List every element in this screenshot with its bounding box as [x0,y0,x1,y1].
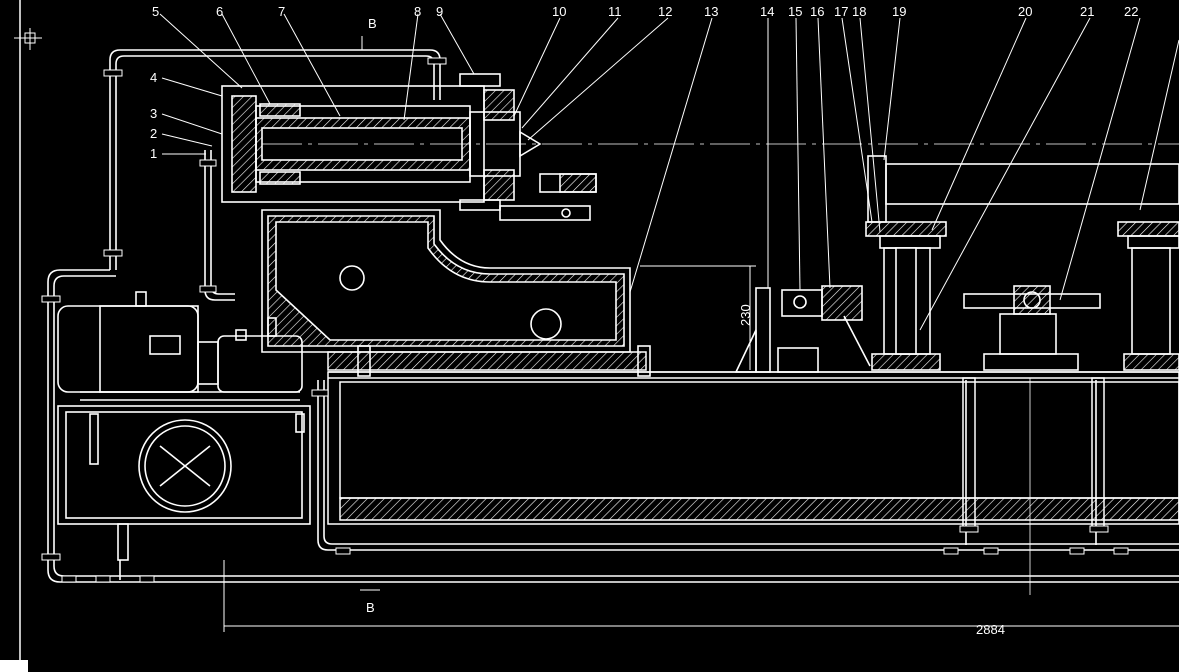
callout-6: 6 [216,4,223,19]
callout-4: 4 [150,70,157,85]
callout-12: 12 [658,4,672,19]
cad-ucs-icon [0,660,28,672]
bed-dividers [962,377,1105,595]
callout-13: 13 [704,4,718,19]
pipe-fittings [41,57,1129,583]
callout-5: 5 [152,4,159,19]
callout-1: 1 [150,146,157,161]
callout-20: 20 [1018,4,1032,19]
callout-16: 16 [810,4,824,19]
dimension-overall-length: 2884 [976,622,1005,637]
motor-pump [57,291,303,401]
hydraulic-cylinder [221,73,1179,211]
callout-3: 3 [150,106,157,121]
tool-holder [499,173,597,221]
callout-2: 2 [150,126,157,141]
callout-9: 9 [436,4,443,19]
callout-19: 19 [892,4,906,19]
callout-labels: 1 2 3 4 5 6 7 8 9 10 11 12 13 14 15 16 1… [150,4,1138,161]
drawing-frame [14,0,42,672]
callout-14: 14 [760,4,774,19]
callout-17: 17 [834,4,848,19]
center-station [734,285,871,373]
machine-bed [327,351,1179,525]
hydraulic-tank [57,405,311,561]
section-mark-top: B [368,16,377,31]
leader-lines [159,13,1179,632]
callout-21: 21 [1080,4,1094,19]
callout-8: 8 [414,4,421,19]
callout-10: 10 [552,4,566,19]
roller-columns [865,155,1179,371]
callout-15: 15 [788,4,802,19]
dimension-height: 230 [738,304,753,326]
section-mark-bottom: B [366,600,375,615]
callout-18: 18 [852,4,866,19]
callout-11: 11 [608,4,622,19]
callout-7: 7 [278,4,285,19]
callout-22: 22 [1124,4,1138,19]
support-bracket [261,209,651,377]
